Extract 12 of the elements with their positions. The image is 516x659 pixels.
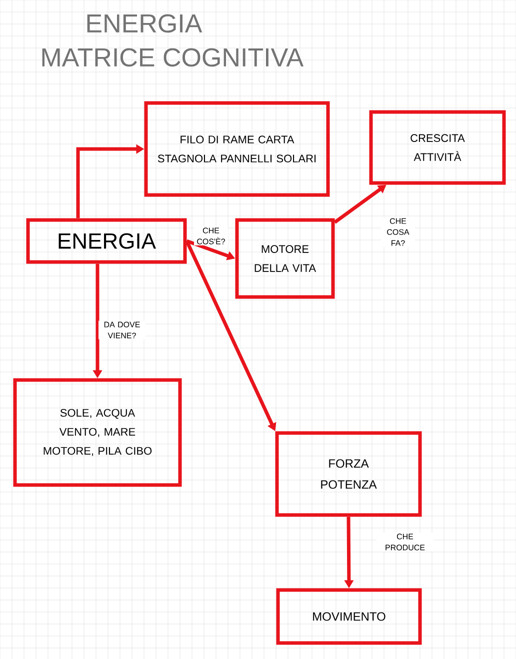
edge-label: DA DOVE VIENE? xyxy=(98,320,146,340)
edge-label: CHE COS'È? xyxy=(194,226,228,246)
concept-box: ENERGIA xyxy=(26,218,187,264)
concept-box: MOTORE DELLA VITA xyxy=(235,218,335,299)
edge-label: CHE COSA FA? xyxy=(381,217,415,247)
concept-box: FORZA POTENZA xyxy=(275,431,422,517)
concept-box: CRESCITA ATTIVITÀ xyxy=(369,110,506,185)
edge-label: CHE PRODUCE xyxy=(376,532,434,552)
concept-box: SOLE, ACQUA VENTO, MARE MOTORE, PILA CIBO xyxy=(13,378,182,487)
title: ENERGIA MATRICE COGNITIVA xyxy=(42,14,304,67)
concept-box: MOVIMENTO xyxy=(276,588,422,645)
concept-box: FILO DI RAME CARTA STAGNOLA PANNELLI SOLARI xyxy=(144,101,330,197)
